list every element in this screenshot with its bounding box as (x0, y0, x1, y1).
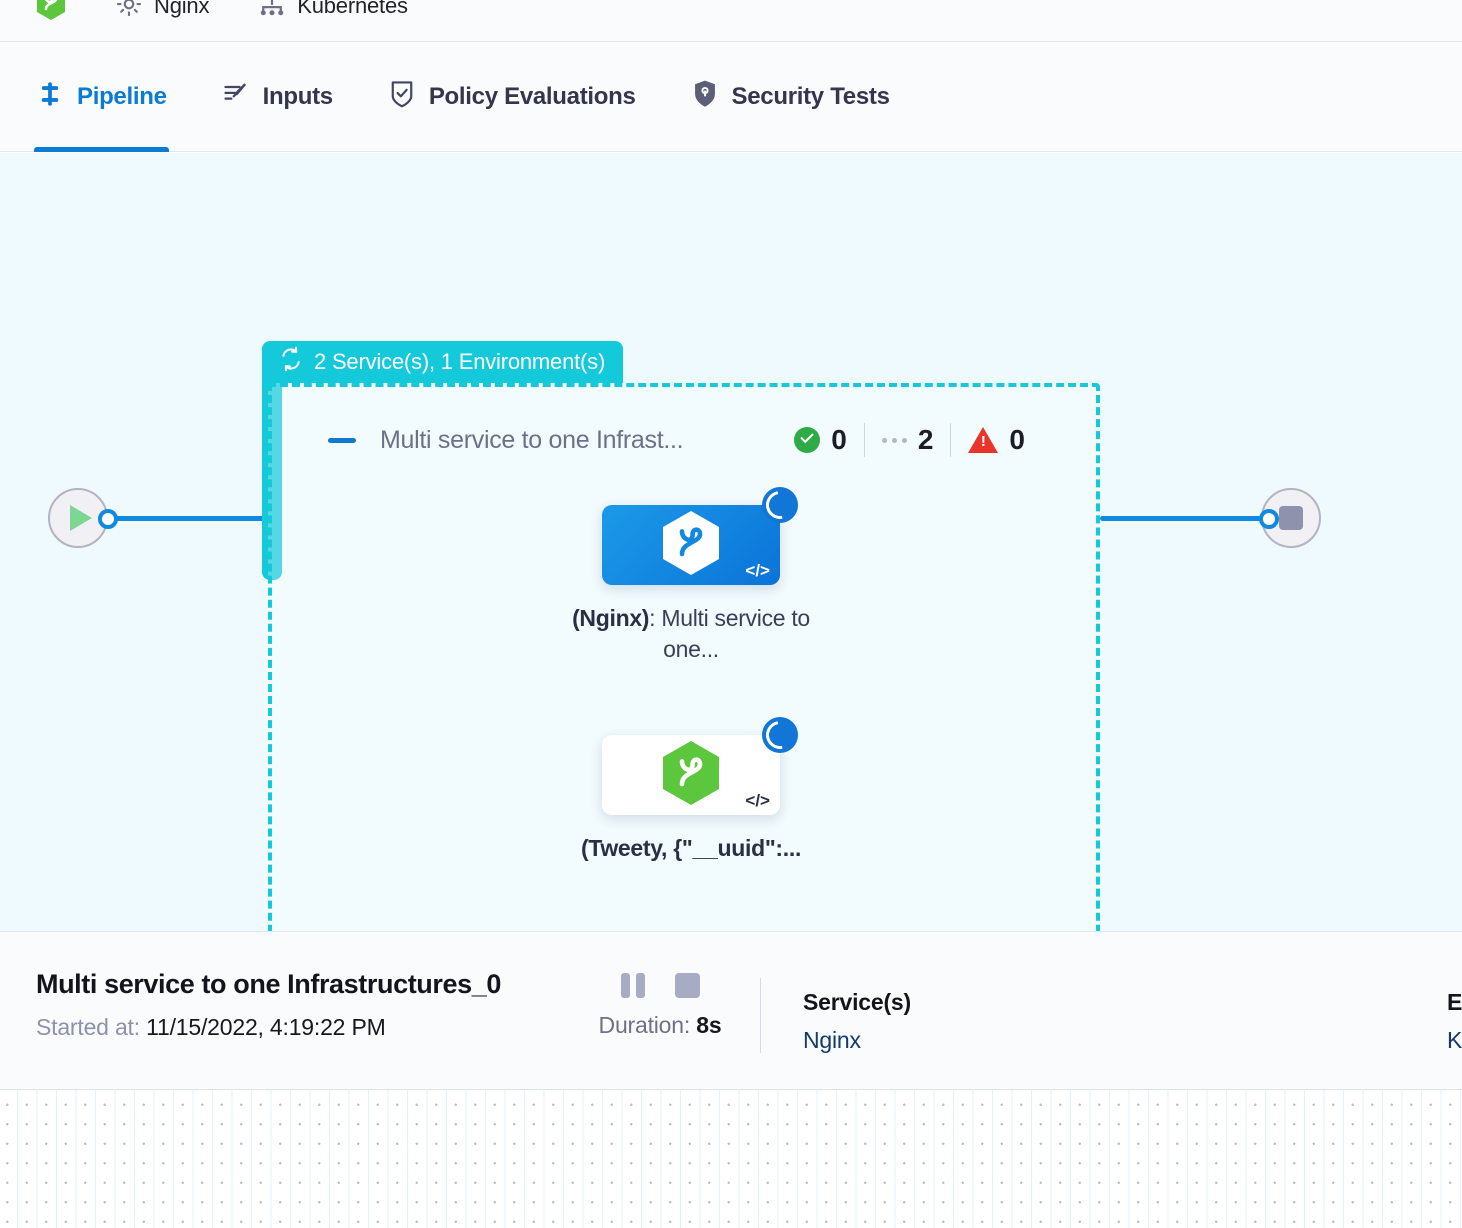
group-title: Multi service to one Infrast... (380, 426, 683, 455)
gear-icon (114, 0, 144, 24)
pipeline-icon (36, 80, 64, 113)
kubernetes-cluster-icon (257, 0, 287, 24)
pause-icon[interactable] (621, 973, 645, 998)
code-brackets-icon: </> (745, 791, 770, 811)
end-node-handle[interactable] (1259, 509, 1279, 529)
harness-hexagon-icon (660, 509, 722, 582)
node-box-tweety[interactable]: </> (602, 735, 780, 815)
node-label-nginx-bold: (Nginx) (572, 605, 649, 631)
node-label-nginx: (Nginx): Multi service to one... (566, 603, 816, 665)
shield-check-icon (388, 79, 416, 114)
group-container[interactable]: Multi service to one Infrast... 0 2 0 (268, 383, 1100, 931)
node-label-tweety-bold: (Tweety, {"__uuid":... (581, 835, 801, 861)
lower-dot-grid-canvas[interactable] (0, 1090, 1462, 1228)
loading-spinner-icon (762, 487, 798, 523)
group-badge-label: 2 Service(s), 1 Environment(s) (314, 349, 605, 375)
pipeline-node-nginx[interactable]: </> (Nginx): Multi service to one... (602, 505, 816, 665)
counter-running-value: 2 (918, 424, 934, 456)
pending-dots-icon (882, 438, 907, 443)
pipeline-node-tweety[interactable]: </> (Tweety, {"__uuid":... (602, 735, 816, 864)
edge-group-to-end (1100, 516, 1275, 521)
edge-start-to-group (108, 516, 268, 521)
detail-environments-header: Envi (1447, 989, 1462, 1016)
detail-services-value[interactable]: Nginx (803, 1027, 911, 1054)
harness-hexagon-icon (660, 739, 722, 812)
code-brackets-icon: </> (745, 561, 770, 581)
breadcrumb-item-project[interactable] (36, 0, 66, 41)
counter-error-value: 0 (1009, 424, 1025, 456)
breadcrumb-label-service: Nginx (154, 0, 209, 19)
error-warning-icon (968, 427, 998, 453)
tab-label-policy-evaluations: Policy Evaluations (429, 83, 636, 111)
counter-success: 0 (777, 424, 864, 456)
detail-controls: Duration: 8s (560, 932, 760, 1039)
group-badge[interactable]: 2 Service(s), 1 Environment(s) (262, 341, 623, 383)
breadcrumb-item-environment[interactable]: Kubernetes (257, 0, 408, 41)
node-label-tweety: (Tweety, {"__uuid":... (566, 833, 816, 864)
success-check-icon (794, 427, 820, 453)
detail-column-services: Service(s) Nginx (761, 932, 911, 1054)
detail-services-header: Service(s) (803, 989, 911, 1016)
counter-error: 0 (951, 424, 1042, 456)
tab-pipeline[interactable]: Pipeline (36, 42, 167, 152)
breadcrumb-item-service[interactable]: Nginx (114, 0, 209, 41)
loading-spinner-icon (762, 717, 798, 753)
node-box-nginx[interactable]: </> (602, 505, 780, 585)
hexagon-logo-icon (36, 0, 66, 26)
tab-label-pipeline: Pipeline (77, 83, 167, 111)
detail-started-value: 11/15/2022, 4:19:22 PM (146, 1014, 385, 1040)
shield-lock-icon (691, 79, 719, 114)
detail-started-at: Started at: 11/15/2022, 4:19:22 PM (36, 1014, 560, 1041)
tab-policy-evaluations[interactable]: Policy Evaluations (388, 42, 636, 152)
counter-running: 2 (865, 424, 951, 456)
detail-duration-label: Duration: (599, 1012, 691, 1038)
breadcrumb: Nginx Kubernetes (0, 0, 1462, 42)
tab-bar: Pipeline Inputs Policy Evaluations (0, 42, 1462, 152)
inputs-edit-icon (222, 80, 250, 113)
tab-security-tests[interactable]: Security Tests (691, 42, 890, 152)
stop-icon (1279, 506, 1303, 530)
play-icon (70, 505, 92, 531)
detail-started-label: Started at: (36, 1014, 140, 1040)
tab-inputs[interactable]: Inputs (222, 42, 333, 152)
detail-column-environments: Envi Kub (911, 932, 1462, 1054)
detail-duration-value: 8s (696, 1012, 721, 1038)
group-counters: 0 2 0 (777, 417, 1042, 463)
detail-duration: Duration: 8s (599, 1012, 722, 1039)
detail-summary: Multi service to one Infrastructures_0 S… (0, 932, 560, 1041)
detail-environments-value[interactable]: Kub (1447, 1027, 1462, 1054)
page-title: Multi service to one Infrastructures_0 (36, 969, 560, 1000)
tab-label-security-tests: Security Tests (732, 83, 890, 111)
loop-repeat-icon (278, 346, 304, 378)
stop-icon[interactable] (675, 973, 700, 998)
breadcrumb-label-environment: Kubernetes (297, 0, 408, 19)
node-label-nginx-rest: : Multi service to one... (649, 605, 810, 662)
tab-label-inputs: Inputs (263, 83, 333, 111)
execution-detail-panel: Multi service to one Infrastructures_0 S… (0, 931, 1462, 1090)
counter-success-value: 0 (831, 424, 847, 456)
pipeline-canvas[interactable]: 2 Service(s), 1 Environment(s) Multi ser… (0, 153, 1462, 931)
minus-collapse-icon[interactable] (328, 438, 356, 443)
playback-controls (621, 973, 700, 998)
start-node-handle[interactable] (98, 509, 118, 529)
